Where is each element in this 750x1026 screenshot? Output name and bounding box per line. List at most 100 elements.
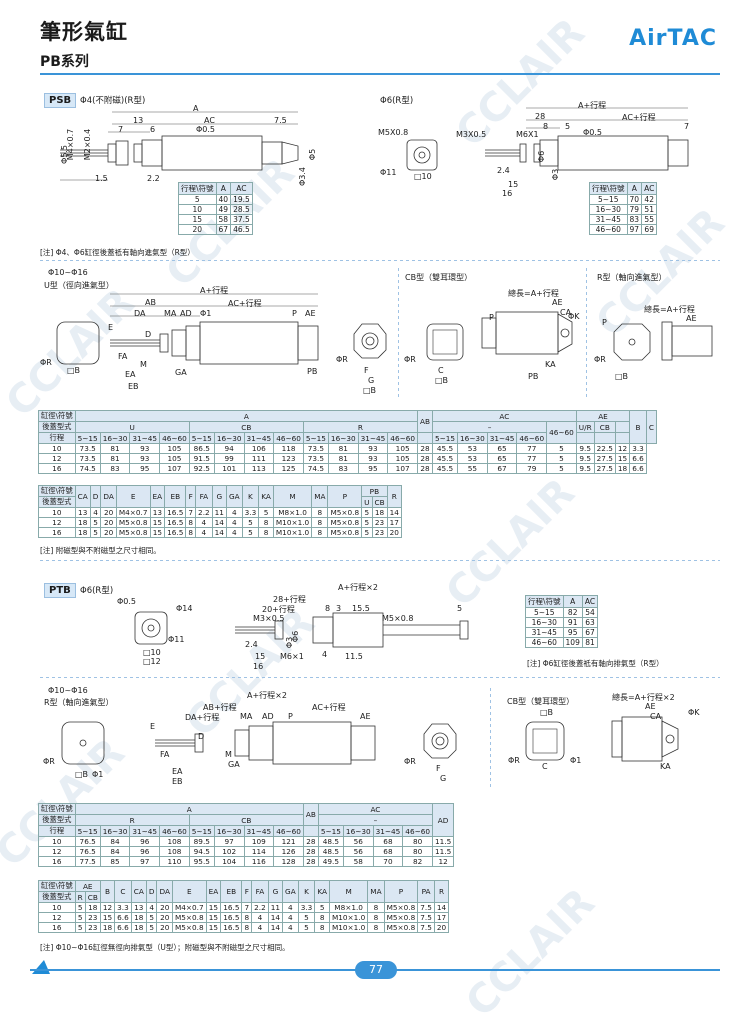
ptb-label-m6: M6×1 <box>280 652 304 661</box>
ptb-end-view <box>134 611 168 645</box>
u-label-D: D <box>145 330 152 339</box>
cb2-label-PR: ΦR <box>508 756 520 765</box>
ptb2-label-FA: FA <box>160 750 170 759</box>
ptb-side-drawing <box>235 612 469 648</box>
cb-label-PB: PB <box>528 372 539 381</box>
psb-phi6-drawing <box>485 107 689 171</box>
dim-8: 8 <box>543 122 549 131</box>
u-label-Bsq: □B <box>363 386 377 395</box>
ptb2-r-type: R型（軸向進氣型） <box>44 698 114 707</box>
cb-label-KA: KA <box>545 360 556 369</box>
ptb-label-d28: 28+行程 <box>273 595 306 604</box>
ptb2-label-DAp: DA+行程 <box>185 713 220 722</box>
cb2-label-C: C <box>542 762 548 771</box>
u-label-FA: FA <box>118 352 128 361</box>
ptb-label-sq10: □10 <box>143 648 161 657</box>
u-nut-view <box>353 323 387 359</box>
ptb-label-p14: Φ14 <box>176 604 193 613</box>
ptb-label-p11: Φ11 <box>168 635 185 644</box>
divider <box>398 268 399 398</box>
ptb-note: [注] Φ6缸徑後蓋祗有軸向排氣型（R型） <box>527 659 664 668</box>
dim-6: 6 <box>150 125 156 134</box>
r-label-P: P <box>602 318 607 327</box>
ptb2-cb-side-drawing <box>611 716 679 762</box>
r-label-B: □B <box>615 372 629 381</box>
ptb2-label-P1: Φ1 <box>92 770 104 779</box>
u-label-MA: MA <box>164 309 177 318</box>
cb-label-CA: CA <box>560 308 572 317</box>
page-title: 筆形氣缸 <box>40 20 128 44</box>
cb-end-view <box>426 323 464 361</box>
u-type-label: U型（徑向進氣型） <box>44 281 114 290</box>
ptb2-side-drawing <box>155 721 376 765</box>
r-side-drawing <box>661 321 713 361</box>
u-label-F: F <box>364 366 369 375</box>
u-label-G: G <box>368 376 375 385</box>
dim-A-plus: A+行程 <box>578 101 607 110</box>
dim-phi3: Φ3 <box>551 168 561 181</box>
dim-m4: M4×0.7 <box>66 128 76 161</box>
ptb2-label-EB: EB <box>172 777 183 786</box>
dim-sq10: □10 <box>414 172 432 181</box>
r-label-total: 總長=A+行程 <box>644 305 695 314</box>
footer-logo-icon <box>32 960 50 974</box>
ptb-label-d8: 8 <box>325 604 331 613</box>
ptb-label-d3: 3 <box>336 604 342 613</box>
ptb-label-sq12: □12 <box>143 657 161 666</box>
cb-label-K: ΦK <box>568 312 580 321</box>
psb-phi6-end-view <box>406 139 438 171</box>
ptb2-range: Φ10~Φ16 <box>48 686 88 695</box>
ptb-label-m3: M3×0.5 <box>253 614 285 623</box>
ptb2-label-ACp: AC+行程 <box>312 703 346 712</box>
cb-label-C: C <box>438 366 444 375</box>
divider <box>40 677 720 678</box>
u-label-M: M <box>140 360 147 369</box>
cb-label-total: 總長=A+行程 <box>508 289 559 298</box>
u-label-P1: Φ1 <box>200 309 212 318</box>
ptb-label-p6: Φ6 <box>291 630 301 643</box>
u-side-drawing <box>110 293 319 365</box>
divider <box>40 260 720 261</box>
cb-label-P: P <box>489 313 494 322</box>
cb-side-drawing <box>481 311 573 355</box>
watermark: CCLAIR <box>457 879 604 1026</box>
ptb-label-m5: M5×0.8 <box>382 614 414 623</box>
dim-AC-plus: AC+行程 <box>622 113 656 122</box>
u-label-P: P <box>292 309 297 318</box>
r-label-PR: ΦR <box>594 355 606 364</box>
cb-label-B: □B <box>435 376 449 385</box>
r-label-AE: AE <box>686 314 697 323</box>
u-label-AB: AB <box>145 298 156 307</box>
u-label-EA: EA <box>125 370 136 379</box>
dim-phi3-4: Φ3.4 <box>298 166 308 187</box>
cb-label-AE: AE <box>552 298 563 307</box>
dim-15: 15 <box>508 180 519 189</box>
u-label-GA: GA <box>175 368 187 377</box>
ptb-tag: PTB <box>44 583 76 598</box>
ptb-label-d155: 15.5 <box>352 604 370 613</box>
ptb-label-d4: 4 <box>322 650 328 659</box>
dim-phi0-5: Φ0.5 <box>583 128 603 137</box>
ptb2-cb-end-view <box>525 721 565 761</box>
u-end-view <box>56 321 100 365</box>
dim-7: 7 <box>684 122 690 131</box>
psb-note: [注] Φ4、Φ6缸徑後蓋祗有軸向進氣型（R型） <box>40 248 195 257</box>
ptb-label-d115: 11.5 <box>345 652 363 661</box>
divider <box>490 688 491 788</box>
u-label-PR: ΦR <box>40 358 52 367</box>
ptb2-label-E: E <box>150 722 156 731</box>
ptb2-label-MA: MA <box>240 712 253 721</box>
dim-m3: M3X0.5 <box>456 130 487 139</box>
cb2-label-CA: CA <box>650 712 662 721</box>
